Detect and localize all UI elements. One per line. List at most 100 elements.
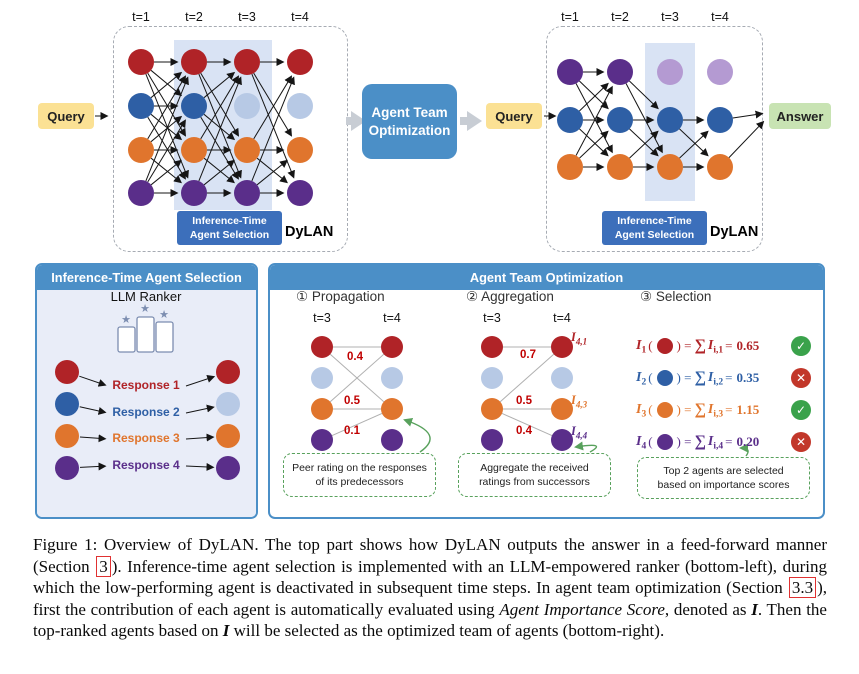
time-label: t=1 — [132, 10, 150, 24]
close-paren: ) = — [676, 402, 692, 417]
close-paren: ) = — [676, 370, 692, 385]
optimization-panel-title: Agent Team Optimization — [469, 270, 624, 285]
inference-time-agent-selection-box: Inference-Time Agent Selection — [177, 211, 282, 245]
response-label: Response 4 — [112, 458, 180, 472]
symbol-sub: 2 — [641, 377, 647, 388]
sum-icon: ∑ — [694, 401, 706, 418]
importance-symbol: I2 — [636, 369, 646, 388]
time-label: t=4 — [711, 10, 729, 24]
equals-sign: = — [725, 402, 733, 417]
symbol-i: I — [636, 369, 642, 385]
symbol-i: I — [707, 401, 714, 417]
agent-dot — [656, 338, 673, 354]
open-paren: ( — [648, 338, 653, 353]
ranker-panel-title: Inference-Time Agent Selection — [51, 270, 242, 285]
aggregation-title: ② Aggregation — [466, 289, 554, 304]
symbol-i: I — [636, 401, 642, 417]
time-label: t=3 — [238, 10, 256, 24]
open-paren: ( — [648, 370, 653, 385]
symbol-sub: 3 — [641, 409, 647, 420]
query-label: Query — [47, 108, 85, 124]
rating-weight: 0.4 — [516, 425, 532, 437]
importance-row: I4 ( ) = ∑ Ii,4 = 0.20 — [636, 429, 814, 455]
response-label: Response 3 — [112, 431, 180, 445]
symbol-sub: 4,1 — [575, 336, 588, 347]
caption-text: will be selected as the optimized team o… — [229, 621, 665, 641]
symbol-sub: i,4 — [713, 441, 724, 452]
selection-note: Top 2 agents are selected based on impor… — [637, 457, 810, 499]
importance-node-label: I4,3 — [571, 393, 587, 410]
rating-weight: 0.5 — [344, 395, 360, 407]
importance-row: I3 ( ) = ∑ Ii,3 = 1.15 — [636, 397, 814, 423]
time-label: t=4 — [553, 311, 571, 325]
equals-sign: = — [725, 338, 733, 353]
importance-value: 0.20 — [736, 434, 760, 449]
ranker-panel-header: Inference-Time Agent Selection — [37, 265, 256, 290]
llm-ranker-title: LLM Ranker — [110, 289, 182, 304]
agent-dot — [656, 370, 673, 386]
symbol-i: I — [571, 424, 576, 438]
cross-icon: ✕ — [791, 432, 811, 452]
answer-label: Answer — [776, 108, 824, 124]
rating-weight: 0.7 — [520, 349, 536, 361]
symbol-sub: 1 — [641, 345, 647, 356]
response-label: Response 1 — [112, 378, 180, 392]
caption-text: ), first the contribution of each agent … — [33, 578, 827, 619]
caption-text: , denoted as — [664, 599, 752, 619]
section-ref-link[interactable]: 3 — [96, 555, 111, 577]
rating-weight: 0.4 — [347, 351, 363, 363]
open-paren: ( — [648, 434, 653, 449]
caption-text: ). Inference-time agent selection is imp… — [33, 556, 827, 598]
equals-sign: = — [725, 434, 733, 449]
sum-term: Ii,3 — [708, 401, 723, 420]
sum-icon: ∑ — [694, 369, 706, 386]
time-label: t=3 — [483, 311, 501, 325]
sum-icon: ∑ — [694, 433, 706, 450]
symbol-sub: i,3 — [713, 409, 724, 420]
symbol-i: I — [707, 433, 714, 449]
importance-symbol: I3 — [636, 401, 646, 420]
importance-symbol: I4 — [636, 433, 646, 452]
time-label: t=4 — [291, 10, 309, 24]
time-label: t=2 — [185, 10, 203, 24]
symbol-sub: 4 — [641, 441, 647, 452]
dylan-brand-label: DyLAN — [285, 224, 334, 240]
aggregation-note: Aggregate the received ratings from succ… — [458, 453, 611, 497]
importance-node-label: I4,1 — [571, 330, 587, 347]
symbol-sub: 4,3 — [575, 399, 588, 410]
check-icon: ✓ — [791, 400, 811, 420]
time-label: t=3 — [313, 311, 331, 325]
importance-node-label: I4,4 — [571, 424, 587, 441]
section-ref-link[interactable]: 3.3 — [788, 577, 817, 599]
symbol-sub: i,1 — [713, 345, 724, 356]
figure-caption: Figure 1: Overview of DyLAN. The top par… — [33, 534, 827, 642]
equals-sign: = — [725, 370, 733, 385]
rating-weight: 0.5 — [516, 395, 532, 407]
importance-row: I2 ( ) = ∑ Ii,2 = 0.35 — [636, 365, 814, 391]
importance-value: 0.35 — [736, 370, 760, 385]
answer-box: Answer — [769, 103, 831, 129]
time-label: t=2 — [611, 10, 629, 24]
symbol-i: I — [707, 337, 714, 353]
query-box: Query — [38, 103, 94, 129]
dylan-brand-label: DyLAN — [710, 224, 759, 240]
symbol-i: I — [636, 337, 642, 353]
caption-emphasis: Agent Importance Score — [499, 599, 665, 619]
propagation-note: Peer rating on the responses of its pred… — [283, 453, 436, 497]
optimization-panel-header: Agent Team Optimization — [270, 265, 823, 290]
symbol-i: I — [707, 369, 714, 385]
importance-symbol: I — [751, 599, 758, 619]
sum-term: Ii,1 — [708, 337, 723, 356]
response-label: Response 2 — [112, 405, 180, 419]
close-paren: ) = — [676, 434, 692, 449]
query-label: Query — [495, 108, 533, 124]
agent-dot — [656, 434, 673, 450]
sum-icon: ∑ — [694, 337, 706, 354]
time-label: t=1 — [561, 10, 579, 24]
query-box: Query — [486, 103, 542, 129]
symbol-i: I — [571, 330, 576, 344]
cross-icon: ✕ — [791, 368, 811, 388]
rating-weight: 0.1 — [344, 425, 360, 437]
time-label: t=4 — [383, 311, 401, 325]
symbol-i: I — [636, 433, 642, 449]
